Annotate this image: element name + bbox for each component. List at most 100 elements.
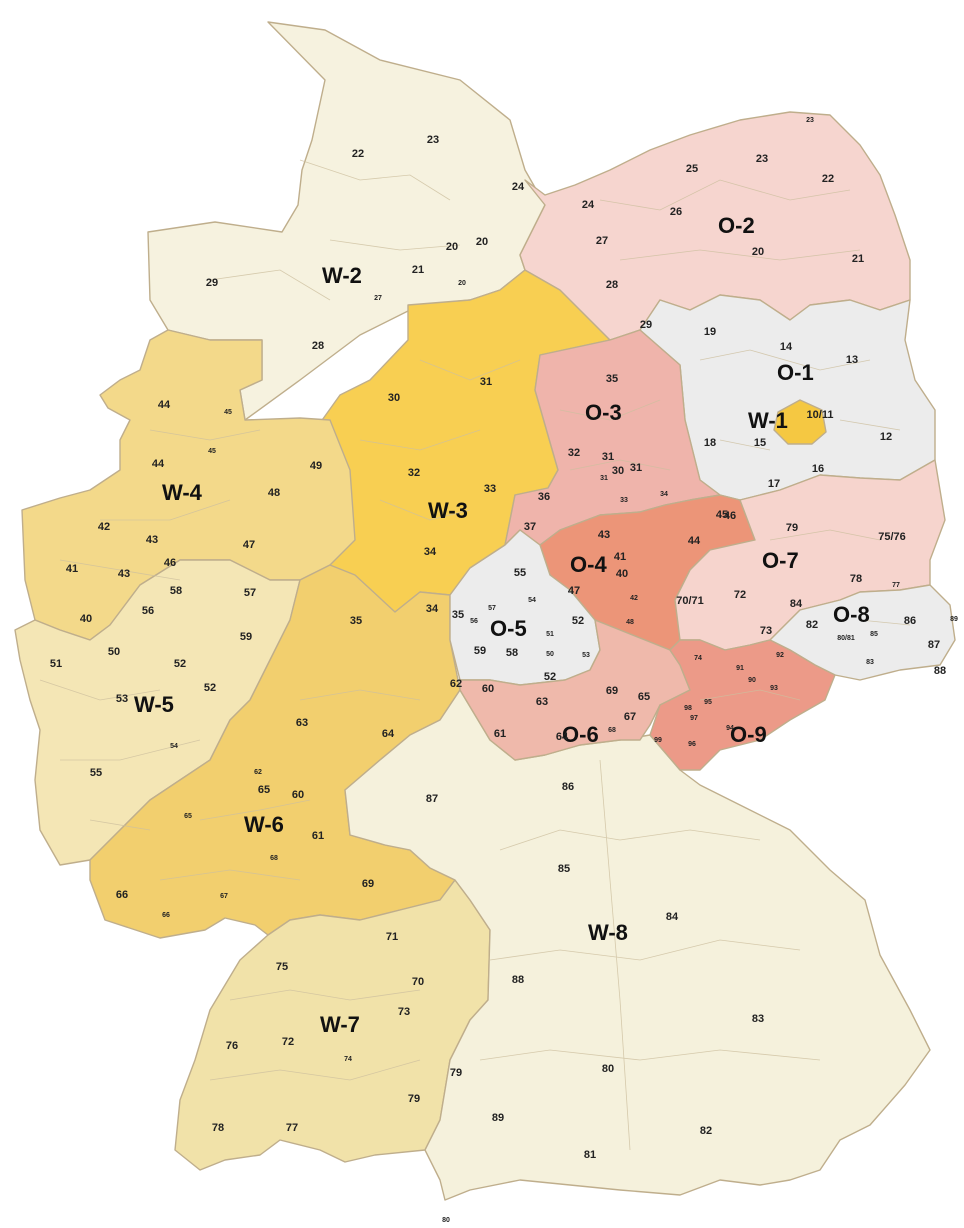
postal-code-label: 75/76: [878, 531, 906, 543]
postal-code-label: 62: [254, 769, 262, 776]
postal-code-label: 59: [474, 645, 486, 657]
postal-code-label: 37: [524, 521, 536, 533]
postal-code-label: 68: [608, 727, 616, 734]
postal-code-label: 44: [152, 458, 165, 470]
postal-code-label: 27: [374, 295, 382, 302]
postal-code-label: 55: [514, 567, 526, 579]
postal-code-label: 61: [312, 830, 324, 842]
postal-code-label: 32: [408, 467, 420, 479]
region-o-9[interactable]: [649, 639, 836, 771]
zone-label-w-1: W-1: [748, 408, 788, 433]
postal-code-label: 33: [484, 483, 496, 495]
postal-code-label: 80/81: [837, 635, 855, 642]
zone-label-w-4: W-4: [162, 480, 203, 505]
region-layer: [14, 21, 956, 1201]
postal-code-label: 40: [80, 613, 92, 625]
postal-code-label: 15: [754, 437, 766, 449]
postal-code-label: 87: [928, 639, 940, 651]
postal-code-label: 34: [426, 603, 439, 615]
postal-code-label: 73: [398, 1006, 410, 1018]
postal-code-label: 79: [408, 1093, 420, 1105]
postal-code-label: 78: [212, 1122, 224, 1134]
zone-label-w-3: W-3: [428, 498, 468, 523]
zone-label-w-6: W-6: [244, 812, 284, 837]
region-w-1[interactable]: [773, 399, 827, 445]
postal-code-label: 97: [690, 715, 698, 722]
postal-code-label: 52: [572, 615, 584, 627]
postal-code-label: 45: [224, 409, 232, 416]
postal-code-label: 62: [450, 678, 462, 690]
zone-label-o-1: O-1: [777, 360, 814, 385]
postal-code-label: 52: [544, 671, 556, 683]
postal-code-label: 34: [660, 491, 668, 498]
postal-code-label: 53: [582, 652, 590, 659]
postal-code-label: 57: [488, 605, 496, 612]
postal-code-label: 72: [282, 1036, 294, 1048]
postal-code-label: 71: [386, 931, 398, 943]
postal-code-label: 23: [427, 134, 439, 146]
postal-code-label: 48: [626, 619, 634, 626]
postal-code-label: 47: [243, 539, 255, 551]
postal-code-label: 83: [752, 1013, 764, 1025]
postal-code-label: 81: [584, 1149, 596, 1161]
postal-code-label: 85: [870, 631, 878, 638]
zone-label-w-2: W-2: [322, 263, 362, 288]
postal-code-label: 78: [850, 573, 862, 585]
postal-code-label: 89: [492, 1112, 504, 1124]
postal-code-label: 46: [724, 510, 736, 522]
postal-code-label: 82: [806, 619, 818, 631]
postal-code-label: 87: [426, 793, 438, 805]
postal-code-label: 52: [204, 682, 216, 694]
postal-code-label: 96: [688, 741, 696, 748]
zone-label-o-5: O-5: [490, 616, 527, 641]
postal-code-label: 67: [220, 893, 228, 900]
postal-code-label: 94: [726, 725, 734, 732]
postal-code-label: 46: [164, 557, 176, 569]
postal-code-label: 30: [612, 465, 624, 477]
postal-code-label: 64: [382, 728, 395, 740]
postal-code-label: 75: [276, 961, 288, 973]
postal-code-label: 43: [118, 568, 130, 580]
postal-code-label: 60: [292, 789, 304, 801]
postal-code-label: 69: [606, 685, 618, 697]
zone-label-o-3: O-3: [585, 400, 622, 425]
postal-code-label: 65: [258, 784, 270, 796]
postal-code-label: 83: [866, 659, 874, 666]
postal-code-label: 70/71: [676, 595, 704, 607]
postal-code-label: 80: [602, 1063, 614, 1075]
postal-code-label: 44: [158, 399, 171, 411]
postal-code-label: 29: [206, 277, 218, 289]
postal-code-label: 91: [736, 665, 744, 672]
postal-code-label: 58: [506, 647, 518, 659]
postal-code-label: 77: [286, 1122, 298, 1134]
postal-code-label: 23: [756, 153, 768, 165]
postal-code-label: 56: [142, 605, 154, 617]
postal-code-label: 18: [704, 437, 716, 449]
postal-code-label: 60: [482, 683, 494, 695]
postal-code-label: 66: [116, 889, 128, 901]
postal-code-label: 90: [748, 677, 756, 684]
postal-subdivision-lines: [39, 159, 911, 1151]
postal-code-label: 50: [546, 651, 554, 658]
postal-code-label: 68: [270, 855, 278, 862]
postal-code-label: 41: [614, 551, 626, 563]
postal-code-label: 65: [184, 813, 192, 820]
postal-code-label: 31: [630, 462, 642, 474]
postal-code-label: 34: [424, 546, 437, 558]
postal-code-label: 41: [66, 563, 78, 575]
postal-code-label: 72: [734, 589, 746, 601]
postal-code-label: 66: [162, 912, 170, 919]
postal-code-label: 85: [558, 863, 570, 875]
postal-code-label: 82: [700, 1125, 712, 1137]
postal-code-label: 52: [174, 658, 186, 670]
postal-code-label: 55: [90, 767, 102, 779]
postal-code-label: 48: [268, 487, 280, 499]
postal-code-label: 22: [822, 173, 834, 185]
postal-code-label: 32: [568, 447, 580, 459]
zone-label-w-5: W-5: [134, 692, 174, 717]
postal-code-label: 23: [806, 117, 814, 124]
postal-code-label: 31: [480, 376, 492, 388]
postal-code-label: 86: [562, 781, 574, 793]
postal-code-label: 86: [904, 615, 916, 627]
postal-code-label: 73: [760, 625, 772, 637]
